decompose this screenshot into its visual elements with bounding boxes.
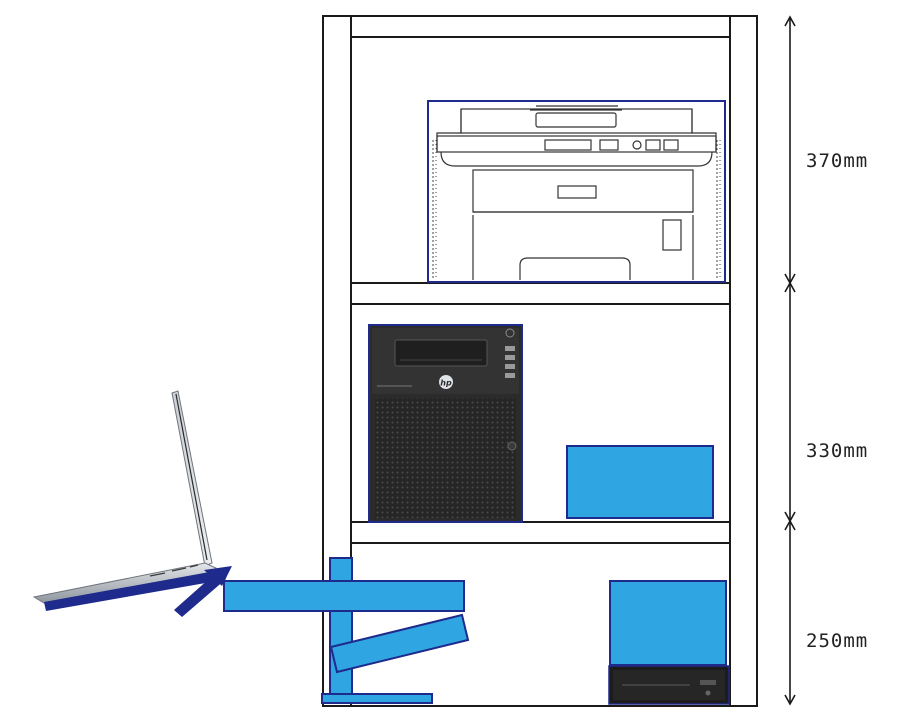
laptop-stand [223,557,470,704]
dimension-label-250: 250mm [806,630,869,652]
laptop-icon [32,390,217,604]
stand-brace [329,613,470,674]
hp-logo-text: hp [440,379,452,388]
server-icon: hp [368,324,523,523]
dimension-lines [784,15,796,706]
dimension-label-330: 330mm [806,440,869,462]
usb-ports [505,346,515,378]
printer-icon [427,100,726,283]
stand-arm [223,580,465,612]
server-front-grille [375,398,516,518]
optical-drive-icon [608,665,730,705]
hp-logo [439,375,453,389]
storage-box-lower [609,580,727,666]
arrow-icon [44,566,232,617]
storage-box-middle [566,445,714,519]
dimension-label-370: 370mm [806,150,869,172]
stand-base [321,693,433,704]
shelf-outline [322,15,758,707]
stand-post [329,557,353,701]
